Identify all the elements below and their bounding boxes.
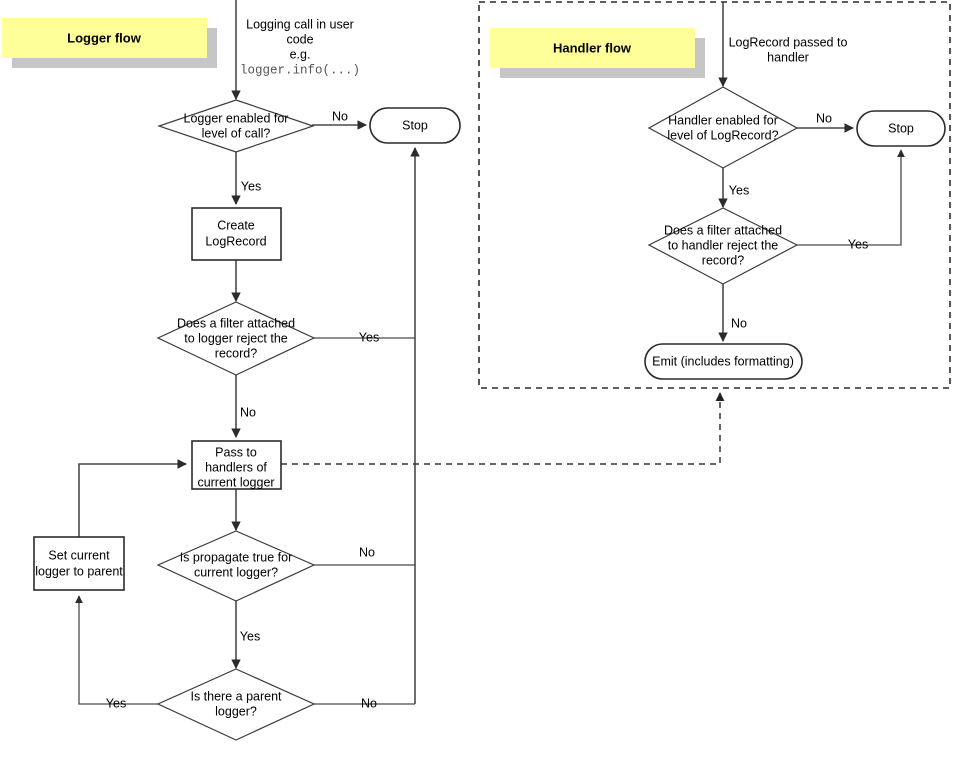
node-handler-enabled[interactable]: Handler enabled for level of LogRecord? — [647, 86, 799, 169]
handler-entry-note-line1: LogRecord passed to — [729, 35, 848, 49]
edge-label-logger-filter-yes: Yes — [359, 330, 379, 344]
logger-stop-label: Stop — [402, 118, 428, 132]
handler-enabled-label-line1: Handler enabled for — [668, 113, 778, 127]
node-has-parent[interactable]: Is there a parent logger? — [156, 668, 316, 741]
node-emit[interactable]: Emit (includes formatting) — [644, 343, 803, 380]
node-handler-stop[interactable]: Stop — [856, 110, 946, 147]
logger-enabled-label-line1: Logger enabled for — [184, 111, 289, 125]
edge-label-handler-filter-no: No — [731, 316, 747, 330]
has-parent-label-line1: Is there a parent — [190, 689, 282, 703]
logger-entry-note-line2: code — [286, 32, 313, 46]
node-logger-enabled[interactable]: Logger enabled for level of call? — [157, 99, 315, 153]
set-parent-label-line2: logger to parent — [35, 564, 123, 578]
handler-stop-terminator[interactable] — [856, 110, 946, 147]
pass-to-handlers-label-line3: current logger — [197, 475, 274, 489]
logger-enabled-label-line2: level of call? — [202, 126, 271, 140]
edge-pass-to-handler-flow — [281, 392, 725, 465]
edge-label-has-parent-no: No — [361, 696, 377, 710]
logger-filter-label-line2: to logger reject the — [184, 331, 288, 345]
handler-enabled-label-line2: level of LogRecord? — [667, 128, 778, 142]
emit-label: Emit (includes formatting) — [652, 354, 794, 368]
logger-filter-label-line1: Does a filter attached — [177, 316, 295, 330]
logger-flow-title-badge: Logger flow — [2, 18, 217, 68]
edge-label-logger-enabled-yes: Yes — [241, 179, 261, 193]
handler-filter-label-line2: to handler reject the — [668, 238, 779, 252]
logger-entry-note-code: logger.info(...) — [240, 63, 360, 77]
logger-enabled-diamond[interactable] — [157, 99, 315, 153]
logger-entry-note: Logging call in user code e.g. logger.in… — [240, 17, 360, 77]
create-logrecord-label-line2: LogRecord — [205, 234, 266, 248]
node-logger-stop[interactable]: Stop — [369, 107, 461, 144]
edge-handler-filter-yes — [797, 149, 905, 246]
is-propagate-label-line2: current logger? — [194, 565, 278, 579]
set-parent-label-line1: Set current — [48, 548, 110, 562]
pass-to-handlers-label-line2: handlers of — [205, 460, 267, 474]
node-set-parent[interactable]: Set current logger to parent — [33, 536, 125, 591]
node-pass-to-handlers[interactable]: Pass to handlers of current logger — [191, 440, 282, 490]
has-parent-diamond[interactable] — [156, 668, 316, 741]
has-parent-label-line2: logger? — [215, 704, 257, 718]
emit-terminator[interactable] — [644, 343, 803, 380]
logger-filter-label-line3: record? — [215, 346, 257, 360]
edge-set-parent-to-pass — [78, 459, 187, 537]
node-logger-filter[interactable]: Does a filter attached to logger reject … — [156, 301, 316, 376]
handler-entry-note-line2: handler — [767, 50, 809, 64]
handler-entry-note: LogRecord passed to handler — [729, 35, 848, 64]
logger-entry-note-line3: e.g. — [290, 47, 311, 61]
handler-stop-label: Stop — [888, 121, 914, 135]
set-parent-box[interactable] — [33, 536, 125, 591]
handler-flow-group-border — [478, 1, 951, 389]
logger-flow-title-box — [2, 18, 207, 58]
edge-label-propagate-no: No — [359, 545, 375, 559]
logger-filter-diamond[interactable] — [156, 301, 316, 376]
handler-filter-label-line1: Does a filter attached — [664, 223, 782, 237]
handler-filter-label-line3: record? — [702, 253, 744, 267]
edge-has-parent-yes — [75, 595, 158, 705]
logger-flow-title-label: Logger flow — [67, 30, 142, 45]
create-logrecord-box[interactable] — [191, 207, 282, 261]
edge-label-handler-enabled-yes: Yes — [729, 183, 749, 197]
logger-stop-terminator[interactable] — [369, 107, 461, 144]
node-is-propagate[interactable]: Is propagate true for current logger? — [156, 530, 316, 602]
pass-to-handlers-label-line1: Pass to — [215, 445, 257, 459]
edge-label-handler-enabled-no: No — [816, 111, 832, 125]
pass-to-handlers-box[interactable] — [191, 440, 282, 490]
node-handler-filter[interactable]: Does a filter attached to handler reject… — [647, 207, 799, 285]
logger-entry-note-line1: Logging call in user — [246, 17, 354, 31]
handler-filter-diamond[interactable] — [647, 207, 799, 285]
is-propagate-label-line1: Is propagate true for — [180, 550, 293, 564]
is-propagate-diamond[interactable] — [156, 530, 316, 602]
edge-label-logger-filter-no: No — [240, 405, 256, 419]
edge-label-has-parent-yes: Yes — [106, 696, 126, 710]
edge-label-logger-enabled-no: No — [332, 109, 348, 123]
edge-label-handler-filter-yes: Yes — [848, 237, 868, 251]
handler-flow-title-badge: Handler flow — [490, 28, 705, 78]
create-logrecord-label-line1: Create — [217, 218, 255, 232]
node-create-logrecord[interactable]: Create LogRecord — [191, 207, 282, 261]
edge-label-propagate-yes: Yes — [240, 629, 260, 643]
handler-flow-title-label: Handler flow — [553, 40, 632, 55]
handler-flow-title-box — [490, 28, 695, 68]
handler-enabled-diamond[interactable] — [647, 86, 799, 169]
